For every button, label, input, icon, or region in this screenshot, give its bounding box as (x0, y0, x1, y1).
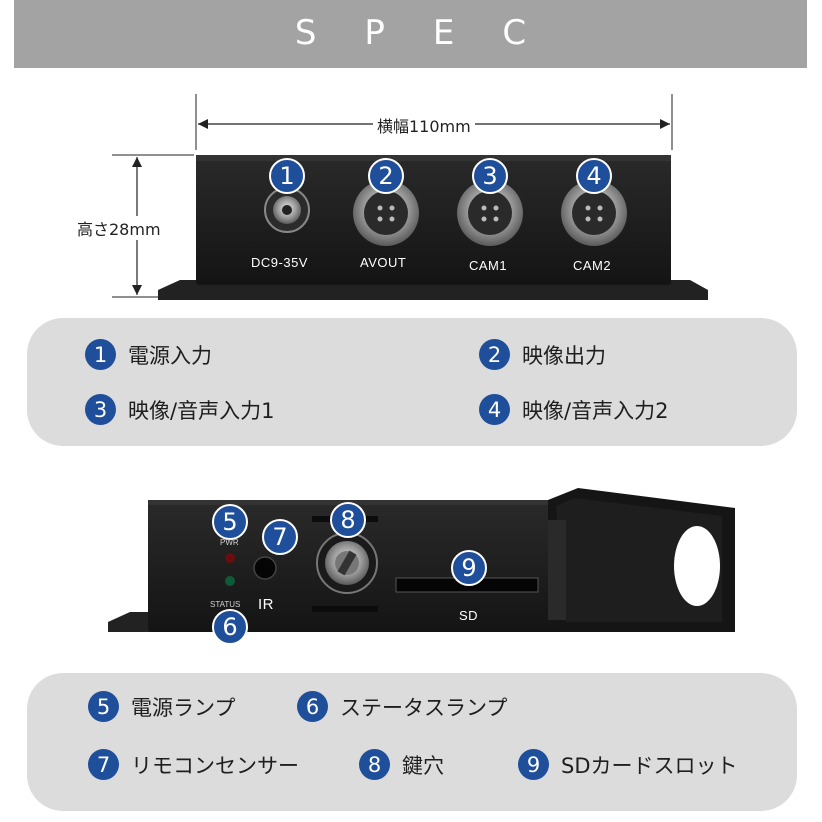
legend-item-2: 2 映像出力 (479, 339, 606, 370)
legend-item-6: 6 ステータスランプ (297, 691, 507, 722)
legend-text: 映像/音声入力1 (128, 398, 275, 423)
number-badge: 7 (88, 749, 119, 780)
legend-top: 1 電源入力 2 映像出力 3 映像/音声入力1 4 映像/音声入力2 (27, 318, 797, 446)
number-badge: 8 (359, 749, 390, 780)
legend-item-4: 4 映像/音声入力2 (479, 394, 668, 425)
marker-9: 9 (451, 550, 487, 586)
legend-text: 鍵穴 (402, 753, 444, 778)
marker-5: 5 (212, 504, 248, 540)
height-label: 高さ28mm (75, 216, 163, 240)
marker-6: 6 (212, 609, 248, 645)
marker-8: 8 (330, 502, 366, 538)
legend-bottom: 5 電源ランプ 6 ステータスランプ 7 リモコンセンサー 8 鍵穴 9 SDカ… (27, 673, 797, 811)
number-badge: 4 (479, 394, 510, 425)
legend-item-5: 5 電源ランプ (88, 691, 235, 722)
legend-item-1: 1 電源入力 (85, 339, 212, 370)
number-badge: 1 (85, 339, 116, 370)
pwr-label: PWR (220, 538, 239, 547)
sd-label: SD (459, 608, 479, 623)
legend-item-9: 9 SDカードスロット (518, 749, 738, 780)
port-marker-4: 4 (576, 158, 612, 194)
legend-text: 電源入力 (128, 343, 212, 368)
port-label-avout: AVOUT (360, 255, 407, 270)
port-label-dc: DC9-35V (251, 255, 308, 270)
front-panel-device (158, 155, 708, 300)
port-label-cam2: CAM2 (573, 258, 612, 273)
legend-item-7: 7 リモコンセンサー (88, 749, 299, 780)
back-panel-device (108, 488, 735, 632)
legend-text: リモコンセンサー (131, 753, 299, 778)
number-badge: 6 (297, 691, 328, 722)
legend-item-3: 3 映像/音声入力1 (85, 394, 274, 425)
port-marker-1: 1 (269, 158, 305, 194)
legend-text: ステータスランプ (340, 695, 508, 720)
header-bar: SPEC (14, 0, 807, 68)
number-badge: 3 (85, 394, 116, 425)
legend-text: 映像/音声入力2 (522, 398, 669, 423)
port-marker-2: 2 (368, 158, 404, 194)
port-marker-3: 3 (472, 158, 508, 194)
ir-label: IR (258, 596, 274, 613)
legend-item-8: 8 鍵穴 (359, 749, 444, 780)
status-label: STATUS (210, 600, 241, 609)
legend-text: SDカードスロット (561, 753, 738, 778)
width-label: 横幅110mm (373, 113, 475, 137)
legend-text: 映像出力 (522, 343, 606, 368)
marker-7: 7 (262, 519, 298, 555)
number-badge: 2 (479, 339, 510, 370)
port-label-cam1: CAM1 (469, 258, 508, 273)
number-badge: 9 (518, 749, 549, 780)
legend-text: 電源ランプ (131, 695, 236, 720)
page-title: SPEC (294, 13, 575, 53)
number-badge: 5 (88, 691, 119, 722)
